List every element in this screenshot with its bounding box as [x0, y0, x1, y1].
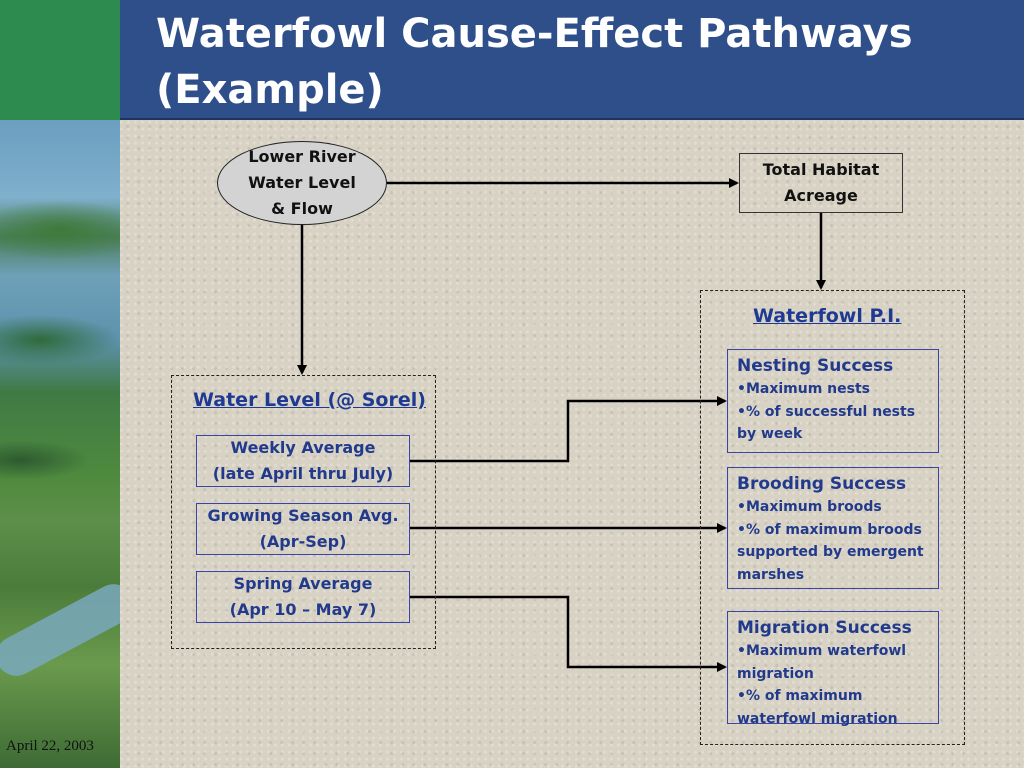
- migration-line: •% of maximum: [737, 688, 863, 704]
- habitat-label: Total Habitat Acreage: [762, 160, 880, 205]
- left-photo-strip: [0, 0, 120, 768]
- nesting-success-box: Nesting Success •Maximum nests •% of suc…: [727, 349, 939, 453]
- brooding-line: •% of maximum broods: [737, 521, 922, 538]
- slide-date: April 22, 2003: [6, 738, 94, 754]
- brooding-line: marshes: [737, 566, 805, 583]
- water-level-title: Water Level (@ Sorel): [193, 389, 426, 411]
- water-level-group: [171, 375, 436, 649]
- nesting-line: •% of successful nests: [737, 403, 916, 420]
- growing-season-box: Growing Season Avg. (Apr-Sep): [196, 503, 410, 555]
- brooding-line: supported by emergent: [737, 544, 924, 560]
- slide-title: Waterfowl Cause-Effect Pathways (Example…: [156, 11, 913, 113]
- migration-line: •Maximum waterfowl: [737, 643, 907, 659]
- habitat-box: Total Habitat Acreage: [739, 153, 903, 213]
- title-bar: Waterfowl Cause-Effect Pathways (Example…: [120, 0, 1024, 120]
- driver-label: Lower River Water Level & Flow: [248, 147, 356, 218]
- nesting-line: •Maximum nests: [737, 381, 870, 397]
- migration-success-title: Migration Success: [737, 618, 912, 638]
- river-shape: [0, 577, 120, 683]
- brooding-success-title: Brooding Success: [737, 474, 907, 494]
- weekly-average-box: Weekly Average (late April thru July): [196, 435, 410, 487]
- green-corner-block: [0, 0, 120, 120]
- brooding-success-box: Brooding Success •Maximum broods •% of m…: [727, 467, 939, 589]
- aerial-landscape-image: [0, 120, 120, 768]
- waterfowl-pi-title: Waterfowl P.I.: [753, 305, 902, 327]
- migration-line: waterfowl migration: [737, 710, 898, 727]
- spring-average-box: Spring Average (Apr 10 – May 7): [196, 571, 410, 623]
- waterfowl-pi-group: [700, 290, 965, 745]
- brooding-line: •Maximum broods: [737, 499, 882, 515]
- migration-line: migration: [737, 665, 814, 682]
- driver-oval: Lower River Water Level & Flow: [217, 141, 387, 225]
- migration-success-box: Migration Success •Maximum waterfowl mig…: [727, 611, 939, 727]
- nesting-success-title: Nesting Success: [737, 356, 894, 376]
- nesting-line: by week: [737, 426, 803, 442]
